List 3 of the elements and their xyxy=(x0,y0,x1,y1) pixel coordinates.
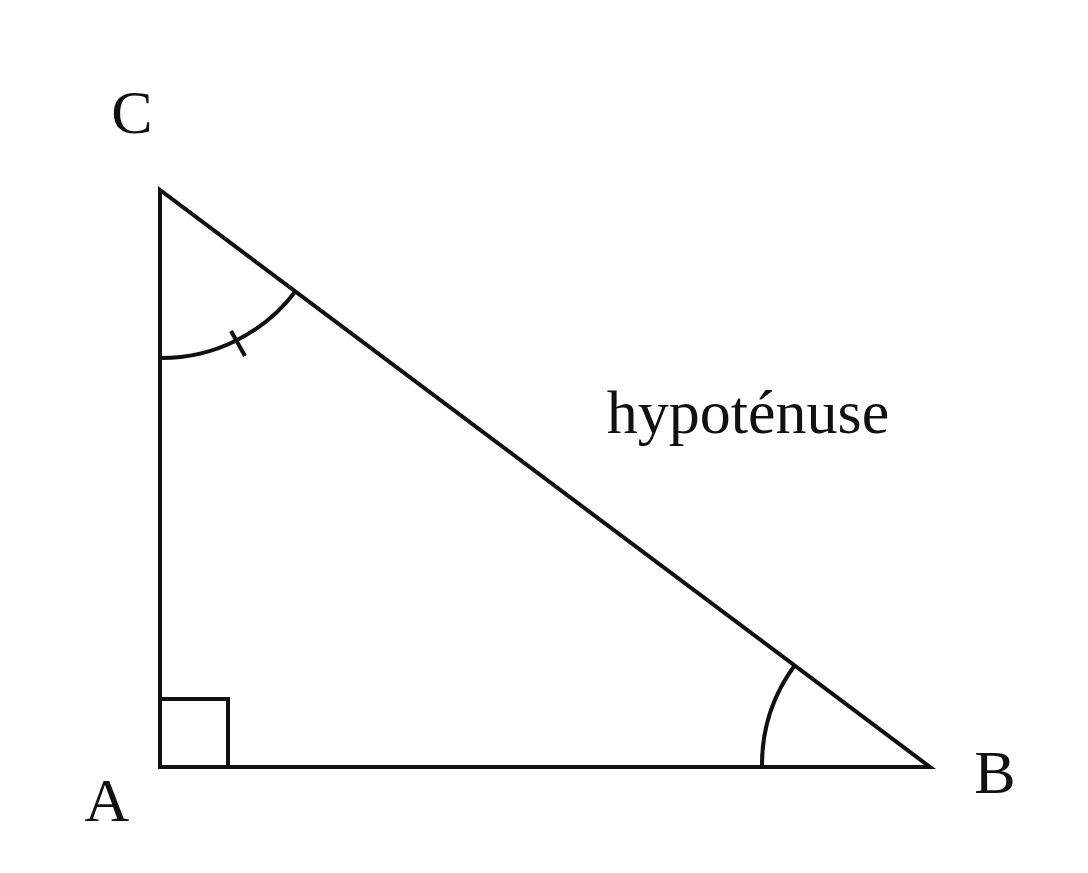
vertex-label: B xyxy=(974,741,1016,803)
vertex-label: C xyxy=(111,81,153,143)
vertex-label: A xyxy=(84,769,130,831)
